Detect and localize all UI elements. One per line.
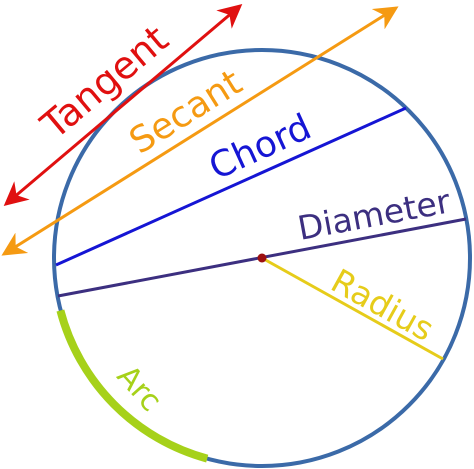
arc-segment	[56, 309, 209, 463]
chord-line	[55, 106, 407, 267]
diameter-label: Diameter	[295, 181, 454, 248]
secant-line	[1, 6, 399, 256]
radius-line	[261, 256, 444, 361]
radius-label: Radius	[325, 261, 441, 349]
center-point	[257, 253, 267, 263]
